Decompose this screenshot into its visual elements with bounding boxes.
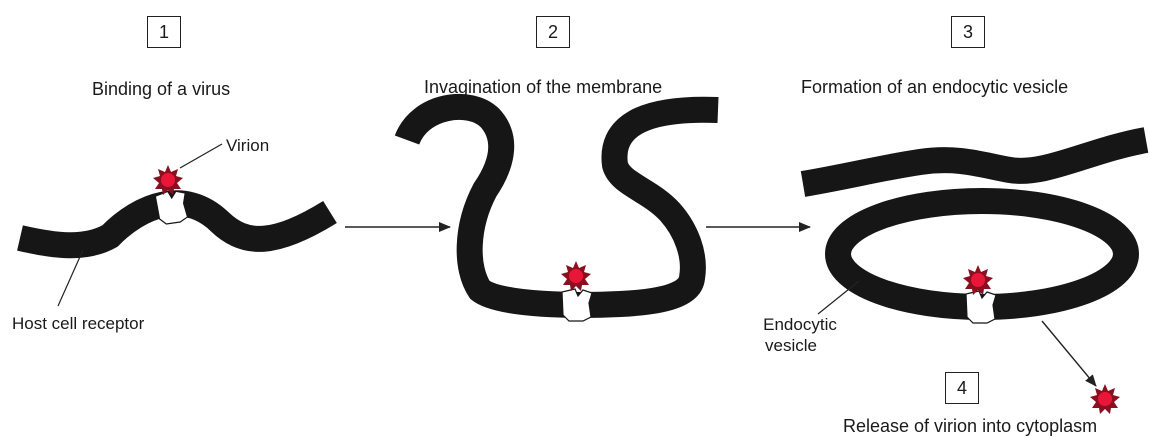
endocytic-vesicle-label-line1: Endocytic (763, 315, 837, 334)
vesicle-leader-line (817, 280, 860, 315)
virion-label: Virion (226, 136, 270, 155)
receptor-icon (965, 290, 997, 324)
receptor-icon (561, 288, 593, 322)
step-2-number: 2 (547, 21, 558, 42)
virion-leader-line (179, 143, 223, 169)
step-1-box: 1 (147, 16, 181, 48)
step-3-number: 3 (962, 21, 973, 42)
step-4-box: 4 (945, 372, 979, 404)
receptor-leader-line (57, 249, 84, 307)
endocytic-vesicle-label-line2: vesicle (765, 336, 817, 355)
step-2-box: 2 (536, 16, 570, 48)
step-4-caption: Release of virion into cytoplasm (843, 416, 1098, 436)
step-2-caption: Invagination of the membrane (424, 77, 663, 97)
step-4-number: 4 (956, 377, 967, 398)
membrane-panel-2 (394, 93, 719, 318)
step-3-box: 3 (951, 16, 985, 48)
endocytic-vesicle-label: Endocytic vesicle (750, 314, 850, 356)
virion-icon (560, 260, 592, 292)
membrane-panel-3-top (800, 127, 1149, 197)
virion-icon (1089, 383, 1121, 415)
step-3-caption: Formation of an endocytic vesicle (801, 77, 1069, 97)
virion-icon (962, 264, 994, 296)
arrow-icon (1041, 320, 1097, 387)
host-cell-receptor-label: Host cell receptor (12, 314, 145, 333)
step-1-caption: Binding of a virus (92, 79, 231, 99)
step-1-number: 1 (158, 21, 169, 42)
